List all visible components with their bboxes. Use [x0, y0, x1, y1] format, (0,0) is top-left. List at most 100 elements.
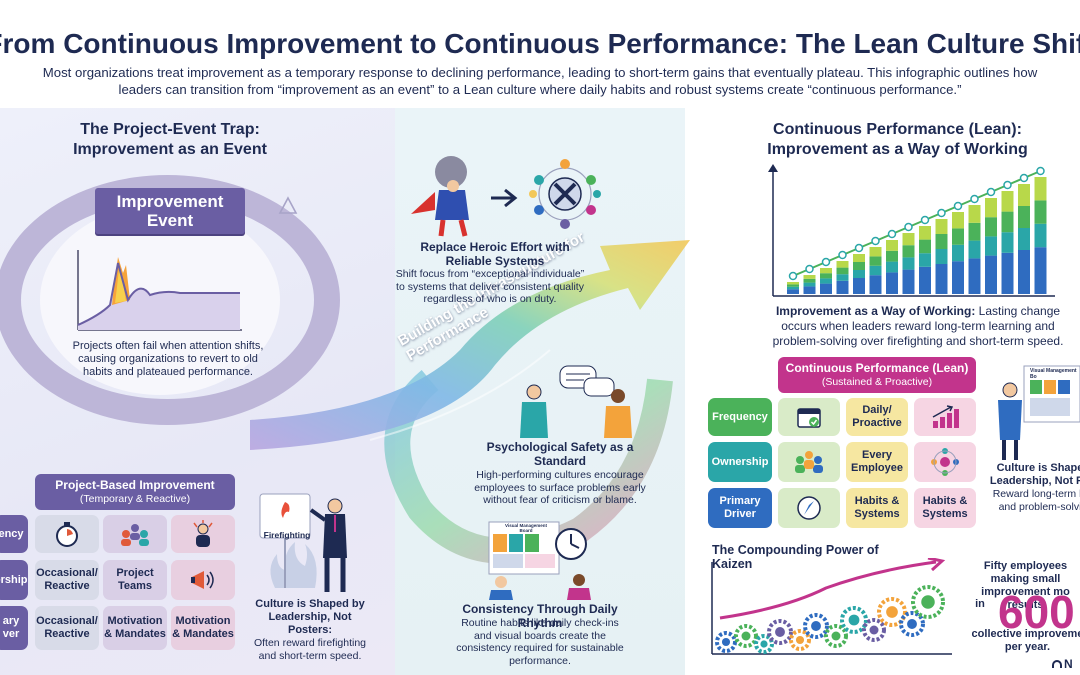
- growth-bar: [985, 198, 997, 294]
- logo-arc-icon: [1052, 660, 1062, 668]
- presenter-board-illustration: [998, 365, 1080, 460]
- growth-point: [937, 208, 946, 218]
- project-table-subtitle: (Temporary & Reactive): [79, 493, 191, 505]
- group-icon-cell: [778, 442, 840, 482]
- lean-row-label-1: Frequency: [712, 410, 768, 423]
- compass-icon: [797, 496, 821, 520]
- growth-bar: [919, 226, 931, 294]
- firefighting-sign: Firefighting: [263, 530, 311, 540]
- growth-point: [805, 264, 814, 274]
- gear-icon: [911, 585, 945, 619]
- lean-table-header: Continuous Performance (Lean) (Sustained…: [778, 357, 976, 393]
- heroic-text: Shift focus from “exceptional individual…: [395, 268, 585, 305]
- lean-table-title: Continuous Performance (Lean): [785, 361, 969, 375]
- stressed-person-icon: [193, 520, 213, 547]
- lean-cell-driver-2: Habits & Systems: [914, 488, 976, 528]
- rhythm-text: Routine habits like daily check-ins and …: [456, 617, 624, 667]
- growth-point: [953, 201, 963, 211]
- growth-bar: [820, 268, 832, 294]
- kaizen-in: in: [975, 598, 985, 610]
- gear-icon: [877, 597, 907, 627]
- way-text: Lasting change occurs when leaders rewar…: [772, 304, 1064, 348]
- row-label-ownership: ership: [0, 573, 28, 586]
- gear-icon: [899, 611, 925, 637]
- megaphone-icon-cell: [171, 560, 235, 600]
- right-title-line2: Improvement as a Way of Working: [767, 141, 1028, 158]
- safety-title: Psychological Safety as a Standard: [486, 440, 634, 468]
- project-cell-driver-3: Motivation & Mandates: [171, 606, 235, 650]
- team-icon-cell: [103, 515, 167, 553]
- gear-icon: [840, 606, 868, 634]
- kaizen-gears-illustration: [711, 558, 952, 655]
- improvement-event-banner: Improvement Event: [83, 188, 257, 234]
- kaizen-arrow: [719, 558, 946, 620]
- stopwatch-icon-cell: [35, 515, 99, 553]
- lean-table-subtitle: (Sustained & Proactive): [821, 376, 933, 388]
- left-section-title: The Project-Event Trap: Improvement as a…: [40, 120, 300, 160]
- growth-bar: [952, 212, 964, 294]
- growth-point: [871, 236, 880, 246]
- growth-point: [1003, 180, 1012, 190]
- left-culture-block: Culture is Shaped by Leadership, Not Pos…: [245, 598, 375, 663]
- banner-line2: Event: [146, 211, 194, 230]
- safety-text: High-performing cultures encourage emplo…: [474, 469, 646, 506]
- way-of-working-block: Improvement as a Way of Working: Lasting…: [768, 304, 1068, 349]
- kaizen-number: 600: [998, 586, 1075, 638]
- footer-logo: N: [1052, 657, 1073, 671]
- growth-bar: [935, 219, 948, 294]
- banner-line1: Improvement: [116, 192, 224, 211]
- bar-growth-icon: [932, 405, 959, 428]
- growth-bar: [836, 261, 849, 294]
- growth-bar: [853, 254, 865, 294]
- team-icon: [121, 524, 149, 546]
- gear-icon: [715, 631, 737, 653]
- calendar-icon: [797, 408, 821, 428]
- gear-icon: [862, 618, 886, 642]
- project-table-title: Project-Based Improvement: [55, 478, 215, 492]
- gear-icon: [767, 619, 793, 645]
- growth-bar: [803, 275, 816, 294]
- spike-chart-icon: [77, 250, 242, 331]
- project-cell-text-1: Occasional/ Reactive: [36, 567, 98, 592]
- growth-bar: [787, 282, 799, 294]
- lean-cell-frequency: Daily/ Proactive: [846, 398, 908, 436]
- conversation-illustration: [520, 365, 632, 438]
- right-culture-text: Reward long-term le and problem-solvi: [992, 488, 1080, 513]
- project-table-header: Project-Based Improvement (Temporary & R…: [35, 474, 235, 510]
- ring-description: Projects often fail when attention shift…: [72, 340, 264, 378]
- lean-cell-ownership: Every Employee: [846, 442, 908, 482]
- growth-trend-line: [792, 170, 1041, 277]
- gear-icon: [803, 613, 829, 639]
- growth-point: [920, 215, 930, 225]
- hero-to-systems-icon: [411, 156, 601, 237]
- growth-point: [838, 250, 847, 260]
- heroic-title: Replace Heroic Effort with Reliable Syst…: [420, 240, 570, 268]
- lean-cell-text-2: Every Employee: [851, 449, 903, 474]
- right-culture-block: Culture is Shape Leadership, Not Po Rewa…: [985, 462, 1080, 514]
- project-row-driver: ary ver: [0, 606, 28, 650]
- left-culture-title: Culture is Shaped by Leadership, Not Pos…: [255, 598, 365, 636]
- project-cell-text-2: Project Teams: [116, 567, 154, 592]
- gear-icon: [734, 624, 758, 648]
- right-title-line1: Continuous Performance (Lean):: [773, 121, 1022, 138]
- kaizen-text-2: collective improveme per year.: [971, 628, 1080, 653]
- footer-logo-text: N: [1064, 657, 1073, 671]
- growth-bar: [902, 233, 915, 294]
- growth-bars-illustration: [768, 164, 1055, 297]
- growth-point: [854, 243, 864, 253]
- lean-row-frequency: Frequency: [708, 398, 772, 436]
- growth-point: [1036, 166, 1045, 176]
- firefighting-illustration: [259, 493, 347, 592]
- growth-point: [788, 271, 798, 281]
- lean-row-label-2: Ownership: [711, 455, 769, 468]
- row-label-driver-2: ver: [2, 628, 20, 640]
- growth-point: [887, 229, 897, 239]
- project-cell-driver-2: Motivation & Mandates: [103, 606, 167, 650]
- project-cell-text-5: Motivation & Mandates: [172, 615, 234, 640]
- left-title-line2: Improvement as an Event: [73, 141, 267, 158]
- left-title-line1: The Project-Event Trap:: [80, 121, 260, 138]
- project-cell-text-4: Motivation & Mandates: [104, 615, 166, 640]
- lean-cell-driver-1: Habits & Systems: [846, 488, 908, 528]
- growth-bar: [1001, 191, 1014, 294]
- right-board-label: Visual Management Bo: [1030, 368, 1077, 380]
